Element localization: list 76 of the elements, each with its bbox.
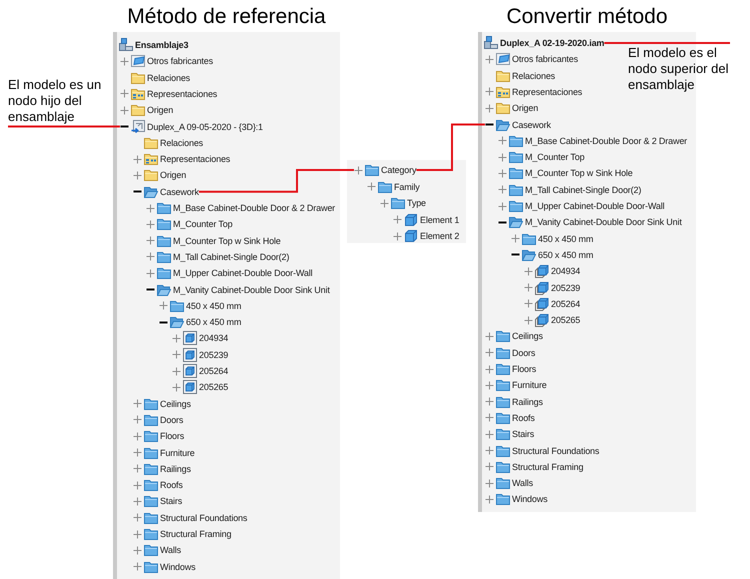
tree-panel	[347, 160, 466, 243]
connector-line	[198, 169, 354, 193]
tree-item: Doors	[485, 344, 536, 361]
tree-item: 450 x 450 mm	[511, 230, 594, 247]
tree-item: Duplex_A 02-19-2020.iam	[482, 35, 604, 51]
tree-item: Relaciones	[133, 134, 204, 151]
tree-item: Walls	[133, 542, 181, 558]
tree-item: Type	[380, 195, 426, 211]
tree-item: 205265	[172, 379, 228, 396]
tree-item: Railings	[133, 460, 191, 477]
tree-item: Otros fabricantes	[120, 53, 213, 70]
connector-line	[416, 124, 485, 171]
tree-item: Origen	[485, 100, 538, 116]
tree-item: M_Counter Top	[498, 149, 584, 166]
tree-item: M_Tall Cabinet-Single Door(2)	[146, 248, 290, 265]
tree-item: Structural Framing	[485, 458, 584, 475]
tree-item: Furniture	[133, 444, 195, 460]
tree-item: 205239	[524, 280, 580, 296]
tree-item: 650 x 450 mm	[159, 314, 242, 330]
tree-item: M_Counter Top	[146, 216, 232, 232]
leader-line	[604, 42, 730, 44]
tree-item: Walls	[485, 475, 533, 492]
annotation-text: El modelo es un nodo hijo del ensamblaje	[8, 76, 103, 124]
annotation-text: El modelo es el nodo superior del ensamblaje	[628, 45, 730, 93]
tree-item: Representaciones	[133, 151, 230, 168]
tree-item: M_Upper Cabinet-Double Door-Wall	[498, 198, 664, 214]
tree-item: M_Base Cabinet-Double Door & 2 Drawer	[498, 132, 688, 149]
tree-item: Structural Foundations	[485, 442, 600, 458]
tree-item: M_Tall Cabinet-Single Door(2)	[498, 182, 642, 198]
tree-item: M_Base Cabinet-Double Door & 2 Drawer	[146, 200, 336, 216]
tree-item: 650 x 450 mm	[511, 246, 594, 263]
tree-item: Casework	[133, 184, 199, 200]
tree-item: M_Upper Cabinet-Double Door-Wall	[146, 265, 312, 282]
tree-item: 205239	[172, 346, 228, 363]
tree-item: Ceilings	[133, 396, 191, 412]
tree-item: Family	[367, 178, 420, 194]
tree-item: Duplex_A 09-05-2020 - {3D}:1	[120, 118, 263, 134]
tree-item: Roofs	[133, 477, 183, 494]
tree-item: 204934	[172, 330, 228, 346]
tree-item: Structural Foundations	[133, 510, 248, 526]
tree-item: Floors	[133, 428, 184, 444]
tree-item: Structural Framing	[133, 526, 232, 542]
tree-item: Windows	[485, 491, 548, 508]
tree-item: Ceilings	[485, 328, 543, 344]
tree-item: Relaciones	[120, 70, 190, 86]
tree-item: Floors	[485, 361, 536, 377]
leader-line	[8, 126, 120, 128]
tree-item: Casework	[485, 116, 551, 132]
tree-item: M_Vanity Cabinet-Double Door Sink Unit	[146, 282, 330, 298]
tree-item: Windows	[133, 558, 196, 575]
tree-item: 205264	[172, 363, 228, 379]
tree-item: Roofs	[485, 410, 535, 426]
panel-title: Método de referencia	[127, 5, 326, 29]
panel-title: Convertir método	[506, 5, 668, 29]
tree-item: Furniture	[485, 377, 547, 394]
tree-item: 450 x 450 mm	[159, 298, 242, 314]
tree-item: 205264	[524, 296, 580, 312]
tree-item: Doors	[133, 412, 184, 428]
tree-item: Otros fabricantes	[485, 51, 578, 68]
tree-item: Element 2	[393, 228, 460, 244]
tree-item: M_Vanity Cabinet-Double Door Sink Unit	[498, 214, 682, 230]
tree-item: 205265	[524, 312, 580, 328]
tree-item: Origen	[120, 102, 174, 118]
tree-item: Category	[354, 162, 416, 178]
tree-item: M_Counter Top w Sink Hole	[498, 165, 633, 182]
tree-item: Ensamblaje3	[117, 37, 188, 53]
tree-item: Element 1	[393, 212, 460, 228]
tree-item: M_Counter Top w Sink Hole	[146, 232, 281, 249]
tree-item: Stairs	[133, 493, 182, 510]
tree-item: Representaciones	[485, 84, 582, 100]
tree-item: 204934	[524, 263, 580, 280]
tree-item: Railings	[485, 394, 543, 410]
tree-item: Representaciones	[120, 86, 218, 102]
tree-item: Relaciones	[485, 68, 556, 84]
tree-item: Origen	[133, 167, 186, 184]
tree-item: Stairs	[485, 426, 534, 442]
